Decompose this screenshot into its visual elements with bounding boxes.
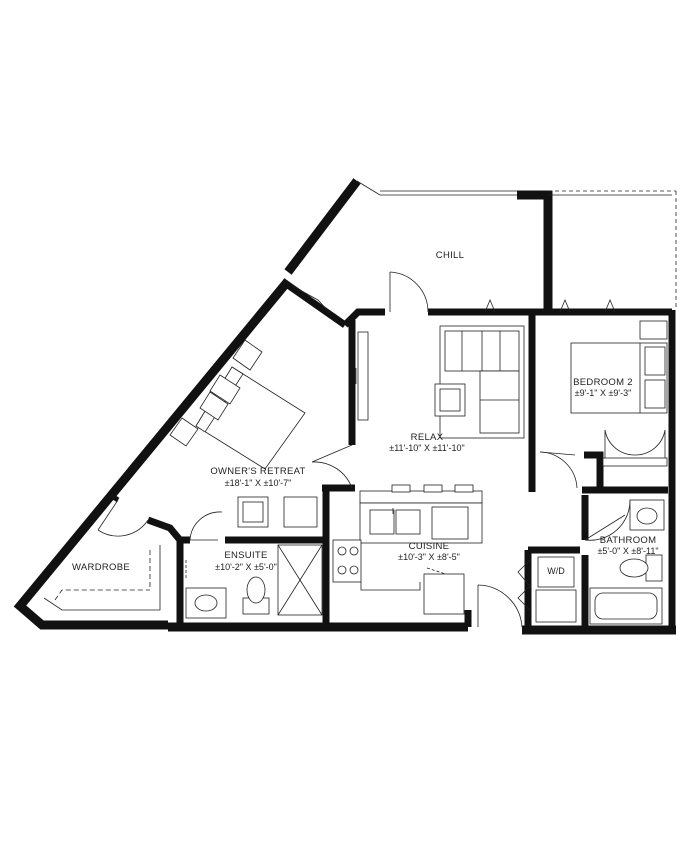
bathtub-icon bbox=[589, 587, 663, 625]
room-dims-bathroom: ±5'-0" X ±8'-11" bbox=[597, 546, 658, 556]
room-name-bathroom: BATHROOM bbox=[600, 535, 657, 546]
washer-dryer-label: W/D bbox=[547, 566, 565, 576]
room-name-chill: CHILL bbox=[436, 250, 464, 261]
room-dims-relax: ±11'-10" X ±11'-10" bbox=[389, 443, 464, 453]
washer-dryer-icon bbox=[537, 556, 575, 588]
room-dims-cuisine: ±10'-3" X ±8'-5" bbox=[398, 552, 460, 562]
chair-icon bbox=[283, 496, 318, 528]
kitchen-island bbox=[359, 490, 483, 504]
toilet-icon bbox=[619, 554, 663, 582]
vanity-icon bbox=[629, 499, 665, 531]
toilet-icon bbox=[242, 576, 270, 615]
sink-icon bbox=[185, 587, 227, 619]
sink-icon bbox=[369, 508, 421, 535]
room-name-ensuite: ENSUITE bbox=[224, 550, 267, 561]
room-dims-bedroom2: ±9'-1" X ±9'-3" bbox=[575, 388, 632, 398]
room-dims-ensuite: ±10'-2" X ±5'-0" bbox=[215, 562, 277, 572]
room-name-cuisine: CUISINE bbox=[409, 541, 450, 552]
slider-panels bbox=[291, 284, 616, 314]
exterior-walls bbox=[13, 178, 676, 635]
tv-unit-icon bbox=[357, 331, 369, 421]
dishwasher bbox=[431, 506, 469, 540]
stool-icon bbox=[391, 484, 411, 493]
fridge bbox=[423, 573, 465, 615]
stool-icon bbox=[423, 484, 443, 493]
furniture bbox=[43, 320, 668, 625]
room-name-wardrobe: WARDROBE bbox=[72, 562, 130, 573]
room-name-owners-retreat: OWNER'S RETREAT bbox=[210, 466, 305, 477]
window-openings bbox=[356, 180, 677, 310]
doors bbox=[97, 271, 666, 628]
stool-icon bbox=[454, 484, 474, 493]
room-labels: CHILL RELAX ±11'-10" X ±11'-10" OWNER'S … bbox=[72, 250, 659, 576]
room-name-bedroom2: BEDROOM 2 bbox=[573, 377, 633, 388]
interior-walls bbox=[110, 280, 672, 630]
sofa-icon bbox=[439, 325, 525, 439]
room-name-relax: RELAX bbox=[411, 432, 444, 443]
bed-icon bbox=[169, 339, 306, 470]
closet-shelf bbox=[602, 457, 668, 467]
bed-icon bbox=[570, 320, 668, 414]
room-dims-owners-retreat: ±18'-1" X ±10'-7" bbox=[225, 478, 292, 488]
shower-icon bbox=[277, 544, 323, 616]
stove-icon bbox=[332, 539, 362, 583]
